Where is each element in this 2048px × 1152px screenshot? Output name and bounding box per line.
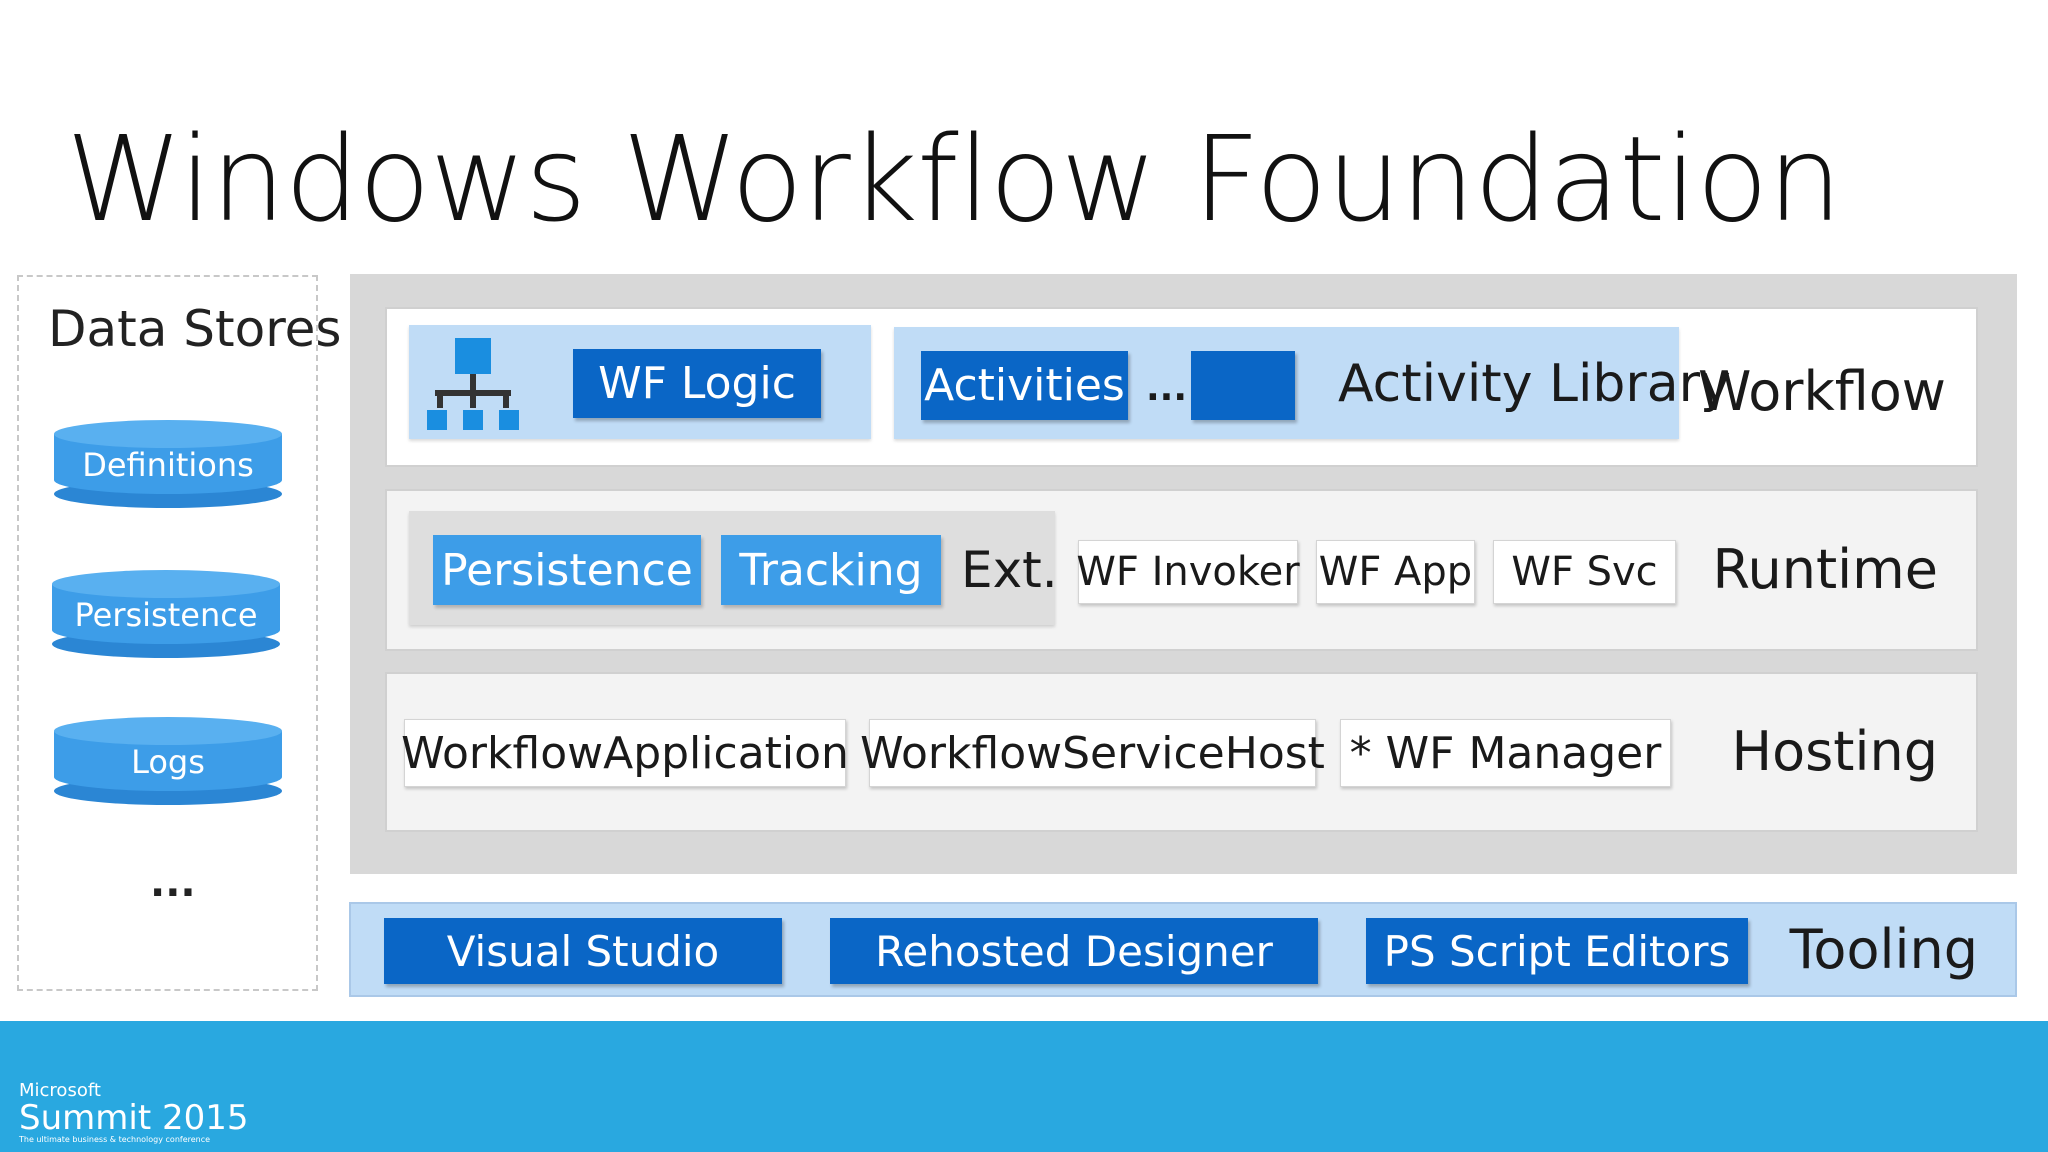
- persistence-store: Persistence: [52, 570, 280, 658]
- slide-title: Windows Workflow Foundation: [66, 110, 1842, 248]
- data-stores-ellipsis: ...: [150, 860, 196, 906]
- extensions-label: Ext.: [961, 541, 1058, 599]
- persistence-store-label: Persistence: [74, 596, 258, 634]
- activities-box: Activities: [921, 351, 1128, 420]
- wf-logic-box: WF Logic: [573, 349, 821, 418]
- definitions-store: Definitions: [54, 420, 282, 508]
- logo-event: Summit 2015: [19, 1098, 249, 1138]
- wf-svc-box: WF Svc: [1493, 540, 1676, 604]
- workflow-application-box: WorkflowApplication: [401, 719, 849, 787]
- workflow-layer-label: Workflow: [1698, 360, 1946, 423]
- workflow-service-host-box: WorkflowServiceHost: [860, 719, 1325, 787]
- footer-bar: [0, 1021, 2048, 1152]
- wf-manager-box: * WF Manager: [1340, 719, 1671, 787]
- persistence-extension-box: Persistence: [433, 535, 701, 605]
- activities-ellipsis: ...: [1146, 368, 1188, 409]
- logo-company: Microsoft: [19, 1080, 101, 1101]
- ps-script-editors-box: PS Script Editors: [1366, 918, 1748, 984]
- hosting-layer-label: Hosting: [1731, 720, 1938, 783]
- tracking-extension-box: Tracking: [721, 535, 941, 605]
- hierarchy-icon: [427, 338, 519, 430]
- microsoft-summit-logo: Microsoft Summit 2015 The ultimate busin…: [19, 1081, 248, 1145]
- data-stores-title: Data Stores: [48, 300, 342, 358]
- additional-activity-box: [1191, 351, 1295, 420]
- logs-store-label: Logs: [131, 743, 205, 781]
- runtime-layer-label: Runtime: [1712, 538, 1938, 601]
- visual-studio-box: Visual Studio: [384, 918, 782, 984]
- wf-invoker-box: WF Invoker: [1076, 540, 1300, 604]
- rehosted-designer-box: Rehosted Designer: [830, 918, 1318, 984]
- wf-app-box: WF App: [1316, 540, 1475, 604]
- definitions-store-label: Definitions: [82, 446, 254, 484]
- activity-library-label: Activity Library: [1338, 354, 1731, 414]
- logs-store: Logs: [54, 717, 282, 805]
- tooling-layer-label: Tooling: [1789, 918, 1978, 981]
- logo-tagline: The ultimate business & technology confe…: [19, 1135, 211, 1144]
